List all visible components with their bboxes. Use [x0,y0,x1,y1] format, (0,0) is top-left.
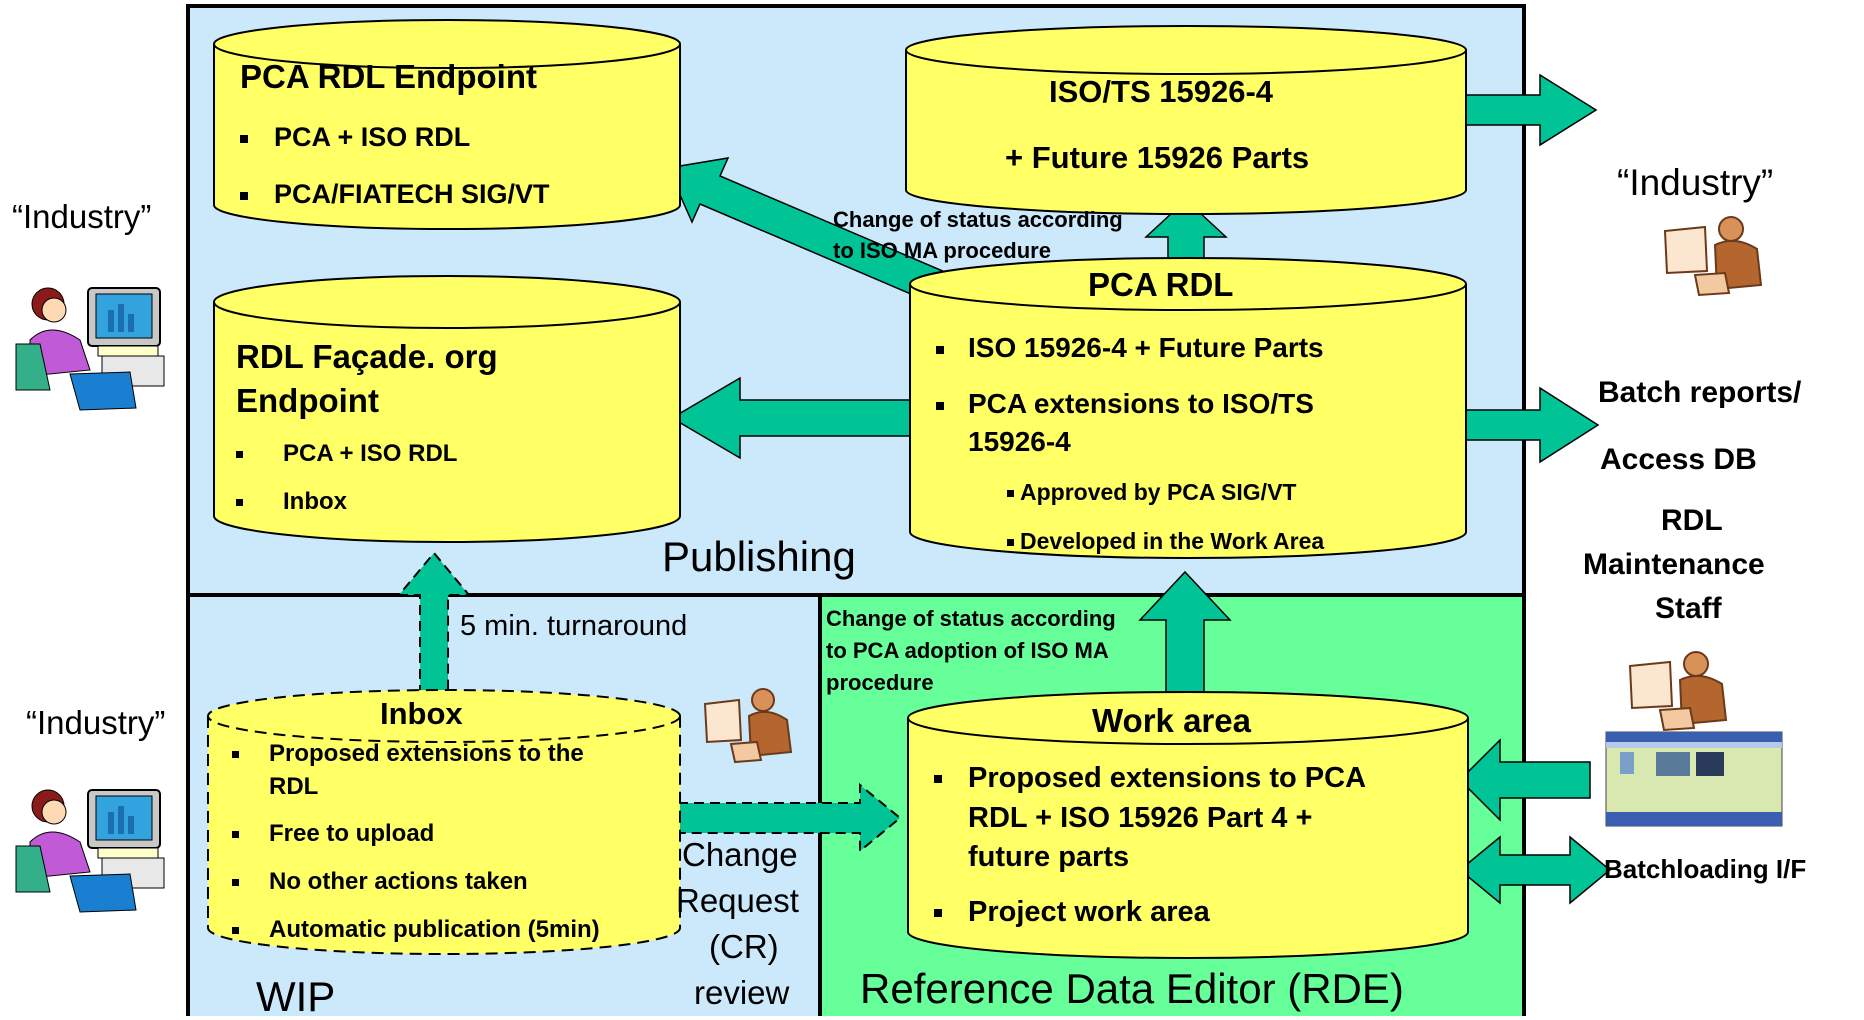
rde-app-screenshot [1605,731,1783,827]
iso-cylinder-top [905,25,1467,75]
iso-cylinder [905,50,1467,215]
publishing-label: Publishing [662,533,856,580]
facade-item-1: PCA + ISO RDL [236,442,457,466]
industry-label-right: “Industry” [1617,162,1774,203]
arrow-iso-to-industry [1459,73,1598,147]
inbox-item-1-cont: RDL [269,773,319,800]
pca-rdl-sub-item-2: Developed in the Work Area [1007,530,1324,553]
work-area-item-1-cont-1: RDL + ISO 15926 Part 4 + [968,802,1313,834]
status-iso-line-2: to ISO MA procedure [833,238,1051,263]
pca-rdl-item-2-cont: 15926-4 [968,426,1071,457]
pca-rdl-item-1: ISO 15926-4 + Future Parts [936,334,1324,362]
work-area-item-1: Proposed extensions to PCA [934,764,1366,793]
facade-title-line-2: Endpoint [236,382,379,419]
staff-line-1: RDL [1661,504,1723,537]
iso-line-2: + Future 15926 Parts [1005,140,1310,175]
pca-endpoint-item-1: PCA + ISO RDL [240,124,470,151]
female-user-icon-bottom [15,789,165,913]
male-user-icon-industry-right [1663,216,1763,297]
work-area-item-2: Project work area [934,898,1210,927]
arrow-staff-to-work-area [1458,738,1591,822]
inbox-cylinder [207,716,681,955]
batch-reports-line-1: Batch reports/ [1598,376,1802,409]
batchloading-label: Batchloading I/F [1604,854,1807,884]
cr-review-line-1: Change [682,836,798,873]
turnaround-label: 5 min. turnaround [460,610,688,642]
pca-rdl-title: PCA RDL [1088,266,1234,303]
inbox-title: Inbox [380,696,463,731]
work-area-cylinder [907,718,1469,959]
batch-reports-line-2: Access DB [1600,443,1757,476]
industry-label-left-top: “Industry” [12,198,152,235]
iso-line-1: ISO/TS 15926-4 [1049,74,1274,109]
arrow-pca-to-facade [670,376,921,460]
facade-cylinder-top [213,275,681,329]
pca-endpoint-item-2: PCA/FIATECH SIG/VT [240,181,550,208]
cr-review-line-3: (CR) [709,928,779,965]
cr-review-line-4: review [694,974,790,1011]
staff-line-3: Staff [1655,592,1722,625]
arrow-work-area-to-pca [1138,570,1232,693]
status-pca-line-3: procedure [826,670,934,695]
arrow-inbox-to-work-area [677,782,902,854]
industry-label-left-bottom: “Industry” [26,704,166,741]
pca-rdl-item-2: PCA extensions to ISO/TS [936,390,1314,418]
rde-label: Reference Data Editor (RDE) [860,965,1404,1012]
facade-item-2: Inbox [236,490,347,514]
pca-endpoint-title: PCA RDL Endpoint [240,58,537,95]
arrow-pca-to-batch-reports [1459,386,1600,464]
inbox-item-2: Free to upload [232,822,434,846]
pca-endpoint-cylinder-top [213,19,681,69]
inbox-item-3: No other actions taken [232,870,528,894]
pca-rdl-sub-item-1: Approved by PCA SIG/VT [1007,481,1296,504]
facade-title-line-1: RDL Façade. org [236,338,498,375]
work-area-cylinder-top [907,691,1469,745]
status-pca-line-2: to PCA adoption of ISO MA [826,638,1109,663]
arrow-inbox-to-facade [396,551,472,696]
work-area-item-1-cont-2: future parts [968,841,1130,873]
inbox-cylinder-top [207,689,681,743]
pca-rdl-cylinder [909,284,1467,559]
male-user-icon-cr-review [703,688,793,764]
status-pca-line-1: Change of status according [826,606,1116,631]
inbox-item-4: Automatic publication (5min) [232,918,600,942]
status-iso-line-1: Change of status according [833,207,1123,232]
wip-label: WIP [256,973,336,1020]
male-user-icon-staff [1628,651,1728,732]
arrow-pca-to-endpoint [666,157,947,301]
facade-cylinder [213,302,681,543]
female-user-icon-top [15,287,165,411]
staff-line-2: Maintenance [1583,548,1765,581]
pca-rdl-cylinder-top [909,257,1467,311]
pca-endpoint-cylinder [213,44,681,230]
arrow-batchloading [1458,835,1612,905]
work-area-title: Work area [1092,702,1251,739]
inbox-item-1: Proposed extensions to the [232,742,584,766]
cr-review-line-2: Request [676,882,799,919]
